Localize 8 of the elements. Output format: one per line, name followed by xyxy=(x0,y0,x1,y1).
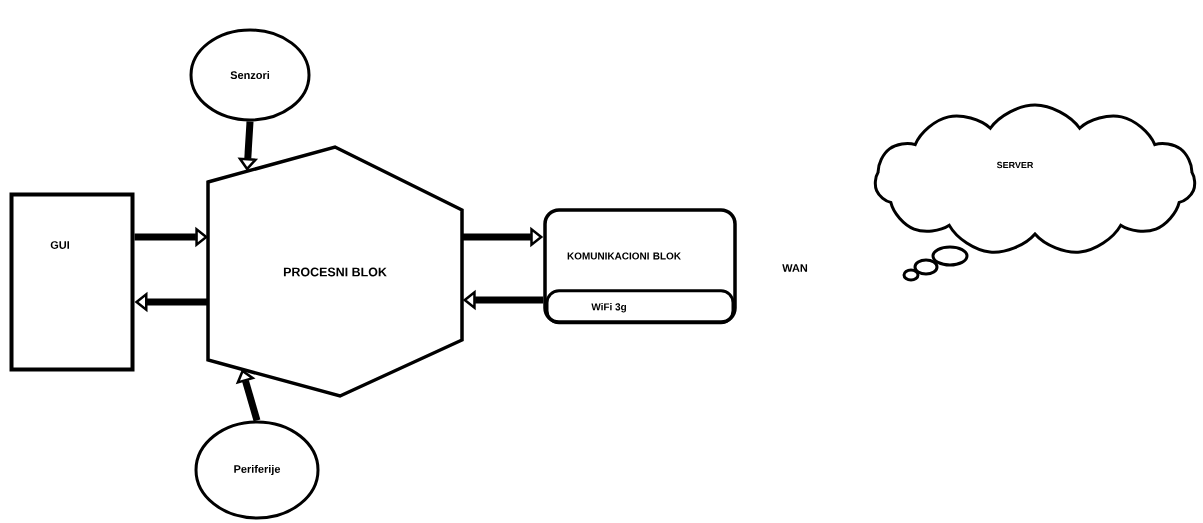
block-arrow xyxy=(235,369,261,422)
gui-box: GUI xyxy=(9,192,135,372)
network-label: WAN xyxy=(782,264,808,272)
circle-node: Senzori xyxy=(189,28,311,122)
server-cloud: SERVER xyxy=(873,103,1197,282)
wifi-band: WiFi 3g xyxy=(545,289,735,325)
circle-node: Periferije xyxy=(194,420,320,520)
process-hexagon: PROCESNI BLOK xyxy=(206,145,464,398)
